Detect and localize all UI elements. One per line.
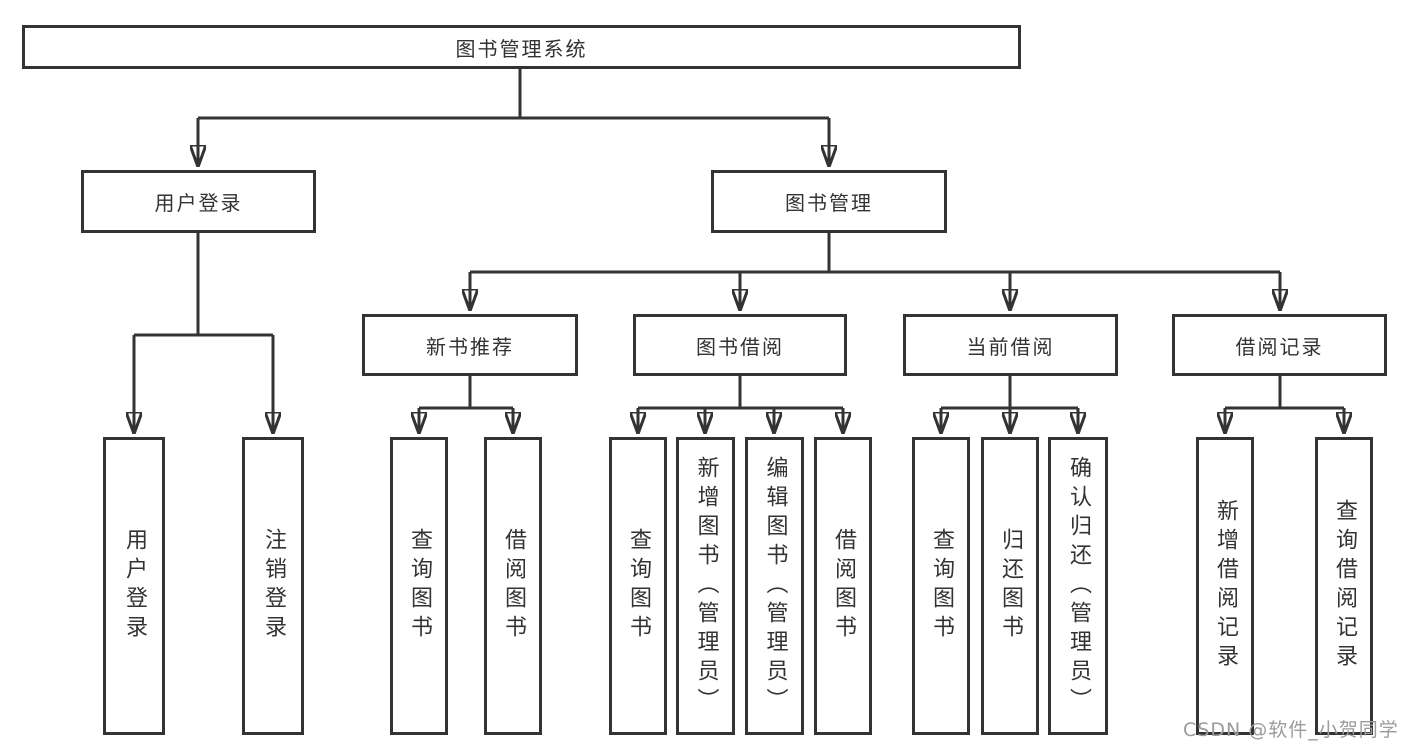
leaf-query-books-current: 查询图书 xyxy=(912,437,970,735)
connector-borrow-records-group xyxy=(1225,376,1344,433)
leaf-user-login: 用户登录 xyxy=(103,437,165,735)
leaf-query-books-recommend: 查询图书 xyxy=(390,437,448,735)
connector-user-login-group xyxy=(134,233,273,433)
node-book-management: 图书管理 xyxy=(711,170,947,233)
node-borrow-records: 借阅记录 xyxy=(1172,314,1387,376)
node-user-login: 用户登录 xyxy=(81,170,316,233)
leaf-add-book-admin: 新增图书（管理员） xyxy=(676,437,735,735)
leaf-confirm-return-admin: 确认归还（管理员） xyxy=(1048,437,1108,735)
leaf-borrow-books-recommend: 借阅图书 xyxy=(484,437,542,735)
node-library-system: 图书管理系统 xyxy=(22,25,1021,69)
node-current-borrow: 当前借阅 xyxy=(903,314,1118,376)
leaf-edit-book-admin: 编辑图书（管理员） xyxy=(745,437,804,735)
node-new-book-recommend: 新书推荐 xyxy=(362,314,578,376)
leaf-return-book: 归还图书 xyxy=(981,437,1039,735)
connector-book-borrow-group xyxy=(638,376,843,433)
connector-root-to-level2 xyxy=(198,68,829,166)
leaf-query-borrow-record: 查询借阅记录 xyxy=(1315,437,1373,735)
connector-book-management-group xyxy=(470,233,1280,310)
leaf-add-borrow-record: 新增借阅记录 xyxy=(1196,437,1254,735)
leaf-borrow-books-borrow: 借阅图书 xyxy=(814,437,872,735)
connector-current-borrow-group xyxy=(941,376,1078,433)
node-book-borrow: 图书借阅 xyxy=(633,314,847,376)
csdn-watermark: CSDN @软件_小贺同学 xyxy=(1183,719,1399,741)
leaf-query-books-borrow: 查询图书 xyxy=(609,437,667,735)
connector-new-book-recommend-group xyxy=(419,376,513,433)
leaf-logout: 注销登录 xyxy=(242,437,304,735)
